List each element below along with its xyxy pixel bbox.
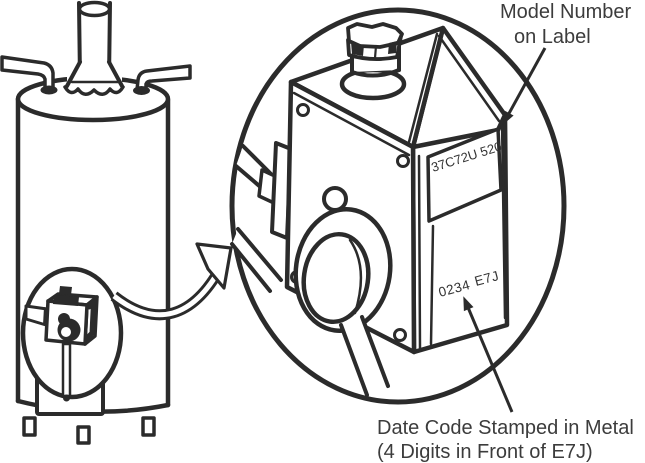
tank-leg-left bbox=[22, 416, 37, 437]
front-top-inner-line bbox=[292, 91, 411, 157]
date-code-leader bbox=[463, 296, 514, 413]
tank-leg-middle bbox=[76, 425, 91, 445]
pipe-upper-line bbox=[236, 227, 283, 282]
tube-fill bbox=[341, 317, 388, 395]
knob-neck-bottom bbox=[350, 68, 401, 78]
pipe-upper-line bbox=[241, 144, 273, 176]
control-knob bbox=[339, 22, 407, 101]
knob-notch-line bbox=[373, 44, 378, 60]
leader-arrowhead bbox=[502, 110, 514, 125]
control-knob-small-bar bbox=[53, 295, 79, 306]
leader-arrowhead bbox=[463, 296, 474, 312]
model-number-leader bbox=[502, 47, 547, 125]
leader-line bbox=[505, 47, 547, 118]
model-number-callout-line2: on Label bbox=[514, 26, 591, 48]
gas-control-valve-detail: 37C72U 520 0234 E7J bbox=[230, 22, 510, 397]
date-code-callout: Date Code Stamped in Metal (4 Digits in … bbox=[377, 417, 634, 463]
dial-inner-ring bbox=[301, 231, 371, 325]
flue-body bbox=[79, 3, 110, 80]
pipe-fitting bbox=[40, 85, 58, 95]
date-stamp: 0234 E7J bbox=[437, 268, 501, 300]
dial-center-small bbox=[61, 327, 71, 337]
leader-line bbox=[465, 304, 514, 413]
hood-scallops bbox=[63, 85, 125, 96]
right-edge-inner-line bbox=[500, 120, 507, 320]
cold-water-pipe bbox=[0, 55, 58, 95]
lower-panel-line bbox=[429, 224, 435, 346]
sight-hole-ring bbox=[322, 186, 348, 212]
gas-outlet-pipe bbox=[230, 227, 283, 293]
hood-left-flare bbox=[65, 60, 82, 88]
gas-inlet-pipe bbox=[234, 144, 279, 205]
zoom-arrow-band-inner bbox=[112, 265, 224, 318]
tube-left-line bbox=[339, 323, 369, 397]
hot-water-pipe bbox=[133, 64, 192, 95]
pipe-fitting bbox=[133, 86, 150, 95]
hood-right-flare bbox=[107, 60, 124, 88]
pipe-lower-line bbox=[230, 242, 272, 293]
zoom-arrow-head bbox=[195, 242, 233, 290]
date-code-callout-line2: (4 Digits in Front of E7J) bbox=[377, 441, 593, 463]
tube-right-line bbox=[360, 315, 390, 388]
screw-top-left bbox=[296, 103, 310, 117]
front-right-inner-line bbox=[417, 154, 422, 350]
date-stamp-code: E7J bbox=[473, 268, 501, 289]
hood-fill bbox=[67, 62, 122, 90]
model-number-label bbox=[426, 127, 503, 223]
flue-top-opening bbox=[77, 0, 112, 18]
temperature-dial bbox=[293, 206, 393, 334]
knob-notch-left bbox=[351, 42, 364, 56]
screw-bottom-right bbox=[393, 328, 407, 342]
gas-valve-thumbnail bbox=[24, 286, 99, 402]
thermocouple-tip bbox=[63, 394, 70, 402]
chamfer-left-inner-line bbox=[407, 32, 439, 144]
draft-hood bbox=[63, 60, 125, 96]
pipe-fill bbox=[232, 229, 281, 291]
screw-top-right bbox=[396, 154, 410, 168]
control-knob-small-tab bbox=[59, 286, 72, 295]
knob-notch-right bbox=[388, 41, 397, 54]
chamfer-right-inner-line bbox=[437, 34, 501, 123]
tank-leg-right bbox=[141, 416, 156, 437]
zoom-arrow bbox=[110, 242, 233, 321]
date-code-callout-line1: Date Code Stamped in Metal bbox=[377, 417, 634, 439]
model-number-callout: Model Number on Label bbox=[500, 1, 632, 48]
edge-detail-lines bbox=[292, 32, 507, 350]
water-heater-figure bbox=[0, 0, 192, 445]
valve-side-shading bbox=[81, 299, 96, 344]
valve-notch-small bbox=[77, 310, 83, 316]
model-number-callout-line1: Model Number bbox=[500, 1, 632, 23]
pilot-tube bbox=[339, 315, 390, 397]
thermocouple-tube bbox=[61, 342, 72, 398]
pipe-outline bbox=[0, 55, 55, 92]
dial-inner-arc bbox=[348, 238, 363, 315]
